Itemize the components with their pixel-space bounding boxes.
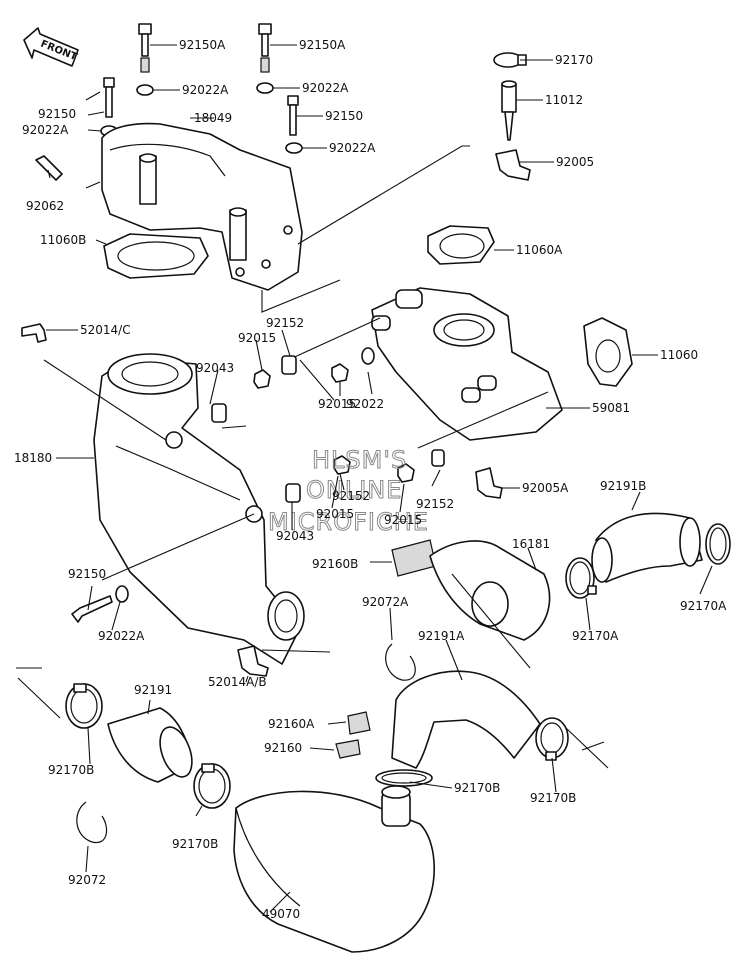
label-92170b-4: 92170B	[172, 837, 218, 851]
label-18180: 18180	[14, 451, 52, 465]
label-11060: 11060	[660, 348, 698, 362]
label-leaders	[46, 44, 713, 913]
label-92160a: 92160A	[268, 717, 315, 731]
label-92150a-1: 92150A	[179, 38, 226, 52]
label-92191: 92191	[134, 683, 172, 697]
left-frame-lines	[16, 667, 61, 719]
label-92072a: 92072A	[362, 595, 409, 609]
label-49070: 49070	[262, 907, 300, 921]
muffler-49070-icon	[233, 785, 435, 953]
label-92170: 92170	[555, 53, 593, 67]
label-59081: 59081	[592, 401, 630, 415]
label-92072: 92072	[68, 873, 106, 887]
label-11060b: 11060B	[40, 233, 86, 247]
clamp-92170a-icons	[565, 523, 731, 599]
label-92043-1: 92043	[196, 361, 234, 375]
manifold-18049-icon	[85, 91, 303, 291]
label-92015-4: 92015	[384, 513, 422, 527]
watermark-line-1: HLSM'S	[312, 446, 407, 474]
label-92150-3: 92150	[68, 567, 106, 581]
clamp-92170b-middle-icon	[193, 763, 231, 809]
fitting-92005-icon	[495, 149, 531, 181]
sensor-11012-icon	[501, 80, 517, 141]
label-92170b-2: 92170B	[454, 781, 500, 795]
bolt-92150-lower-icon	[71, 595, 113, 623]
label-11012: 11012	[545, 93, 583, 107]
label-92005a: 92005A	[522, 481, 569, 495]
label-92160: 92160	[264, 741, 302, 755]
label-92170b-1: 92170B	[48, 763, 94, 777]
watermark-line-2: ONLINE	[306, 476, 402, 504]
hose-16181-icon	[429, 540, 551, 669]
label-52014c: 52014/C	[80, 323, 131, 337]
pad-92160b-icon	[391, 539, 437, 577]
fitting-52014c-icon	[21, 323, 47, 343]
clip-92072a-icon	[385, 643, 416, 681]
right-frame-lines	[565, 727, 609, 769]
clamp-92170b-left-icon	[65, 683, 103, 729]
spacer-92043-icons	[211, 403, 301, 503]
pad-92160a-icon	[347, 711, 371, 735]
clip-92072-icon	[76, 801, 108, 844]
label-92170b-3: 92170B	[530, 791, 576, 805]
water-box-59081-icon	[371, 287, 563, 441]
label-92170a-1: 92170A	[680, 599, 727, 613]
label-92022a-5: 92022A	[98, 629, 145, 643]
bolt-92150a-left-icon	[138, 23, 152, 73]
label-52014ab: 52014A/B	[208, 675, 267, 689]
label-92170a-2: 92170A	[572, 629, 619, 643]
label-92015-1: 92015	[238, 331, 276, 345]
watermark-line-3: MICROFICHE	[268, 508, 429, 536]
label-92022a-4: 92022A	[329, 141, 376, 155]
front-arrow-icon: FRONT	[23, 27, 79, 67]
label-92022a-2: 92022A	[302, 81, 349, 95]
label-92191b: 92191B	[600, 479, 646, 493]
label-92015-2: 92015	[318, 397, 356, 411]
label-92062: 92062	[26, 199, 64, 213]
label-92152-3: 92152	[416, 497, 454, 511]
washer-92022a-lower-icon	[115, 585, 129, 603]
label-16181: 16181	[512, 537, 550, 551]
washer-92022-icon	[361, 347, 375, 365]
label-92150a-2: 92150A	[299, 38, 346, 52]
bolt-92150a-right-icon	[258, 23, 272, 73]
label-92043-2: 92043	[276, 529, 314, 543]
hose-92191b-icon	[591, 512, 703, 583]
label-11060a: 11060A	[516, 243, 563, 257]
label-92022a-3: 92022A	[22, 123, 69, 137]
watermark: HLSM'S ONLINE MICROFICHE	[268, 446, 429, 537]
manifold-frame-lines	[261, 145, 470, 313]
label-18049: 18049	[194, 111, 232, 125]
fitting-92005a-icon	[475, 467, 503, 499]
exhaust-pipe-frame-lines	[43, 359, 331, 653]
label-92022: 92022	[346, 397, 384, 411]
fitting-92062-icon	[35, 155, 63, 181]
gasket-11060b-icon	[103, 233, 209, 279]
label-92005: 92005	[556, 155, 594, 169]
fitting-52014ab-icon	[237, 645, 269, 677]
gasket-11060a-icon	[427, 225, 495, 265]
pad-92160-icon	[335, 739, 361, 759]
spacer-92152-icons	[281, 355, 445, 467]
clamp-92170b-muffler-icon	[375, 769, 433, 787]
label-92022a-1: 92022A	[182, 83, 229, 97]
clamp-92170b-right-icon	[535, 717, 569, 761]
hose-92191a-icon	[391, 670, 541, 769]
label-92160b: 92160B	[312, 557, 358, 571]
water-box-frame-lines	[287, 317, 549, 449]
gasket-11060-icon	[583, 317, 633, 387]
hose-92191-icon	[107, 707, 193, 783]
exhaust-pipe-18180-icon	[93, 353, 305, 665]
label-92152-1: 92152	[266, 316, 304, 330]
bolt-92150-icons	[103, 77, 299, 136]
label-92150-2: 92150	[325, 109, 363, 123]
nut-92015-icons	[253, 363, 415, 483]
label-92150-1: 92150	[38, 107, 76, 121]
label-92152-2: 92152	[332, 489, 370, 503]
label-92015-3: 92015	[316, 507, 354, 521]
label-92191a: 92191A	[418, 629, 465, 643]
